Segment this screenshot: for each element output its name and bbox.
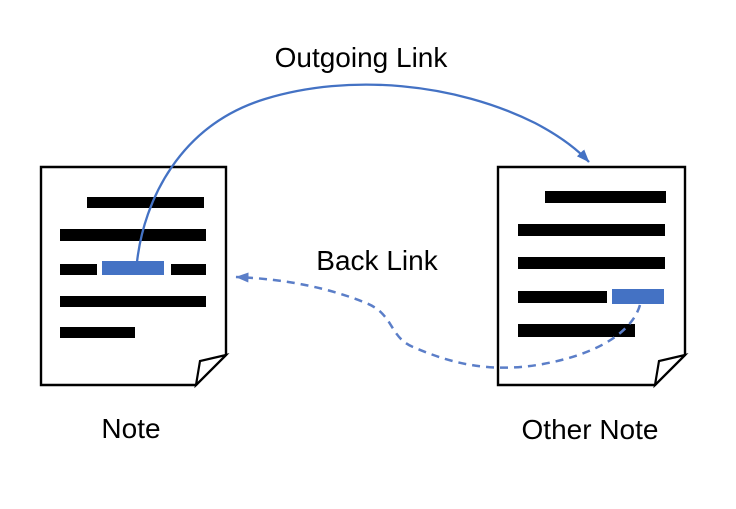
text-line-bar xyxy=(518,224,665,236)
text-line-bar xyxy=(545,191,666,203)
outgoing-link-label: Outgoing Link xyxy=(274,42,448,73)
text-line-bar xyxy=(60,264,97,275)
other-note-folded-corner-icon xyxy=(653,353,689,389)
outgoing-link-arrow xyxy=(135,83,590,263)
other-note-document xyxy=(496,165,689,389)
text-line-bar xyxy=(60,327,135,338)
text-line-bar xyxy=(518,291,607,303)
link-highlight-bar xyxy=(102,261,164,275)
text-line-bar xyxy=(60,229,206,241)
text-line-bar xyxy=(518,324,635,337)
back-link-label: Back Link xyxy=(316,245,438,276)
text-line-bar xyxy=(171,264,206,275)
other-note-label: Other Note xyxy=(521,414,659,445)
text-line-bar xyxy=(87,197,204,208)
link-highlight-bar xyxy=(612,289,664,304)
note-document xyxy=(39,165,230,389)
text-line-bar xyxy=(518,257,665,269)
note-label: Note xyxy=(101,413,161,444)
note-folded-corner-icon xyxy=(194,353,230,389)
text-line-bar xyxy=(60,296,206,307)
